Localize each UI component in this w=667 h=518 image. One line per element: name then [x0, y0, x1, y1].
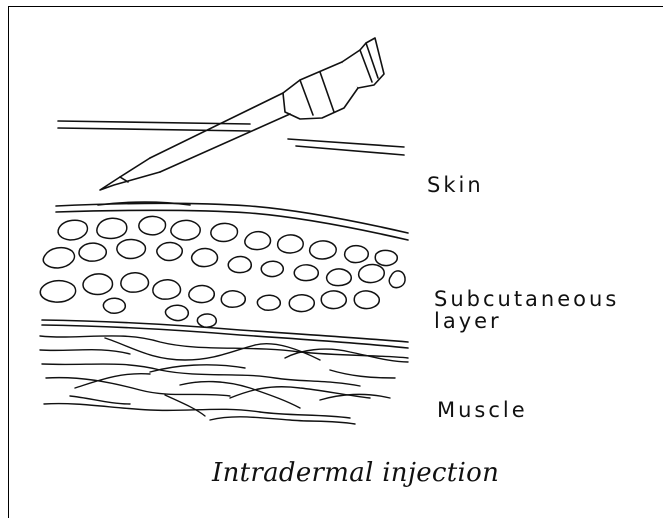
subcutaneous-layer-label: Subcutaneous layer	[434, 288, 619, 332]
fascia-line	[42, 320, 408, 348]
diagram-caption: Intradermal injection	[212, 458, 499, 488]
skin-label: Skin	[427, 174, 484, 196]
subcutaneous-label-line1: Subcutaneous	[434, 288, 619, 310]
needle-icon	[100, 38, 384, 190]
muscle-label: Muscle	[437, 399, 528, 421]
skin-layer	[56, 202, 408, 240]
muscle-layer	[40, 336, 408, 424]
subcutaneous-label-line2: layer	[434, 310, 619, 332]
subcutaneous-layer	[40, 216, 405, 327]
reference-lines	[58, 121, 404, 155]
